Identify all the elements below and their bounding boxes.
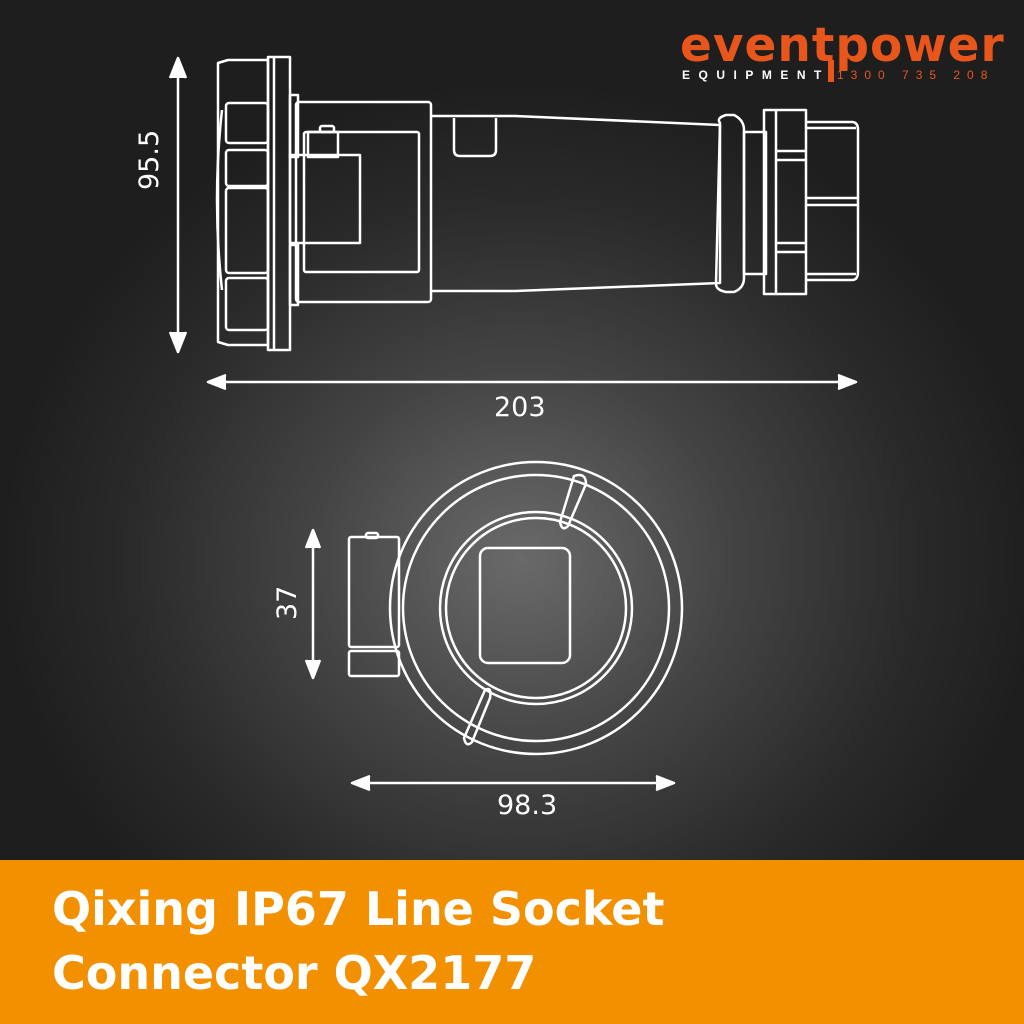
height-dimension-arrow xyxy=(168,56,188,354)
brand-logo: eventpower EQUIPMENT 1300 735 208 xyxy=(680,18,1010,84)
product-title-banner: Qixing IP67 Line Socket Connector QX2177 xyxy=(0,860,1024,1024)
product-title-line-2: Connector QX2177 xyxy=(52,946,537,1000)
logo-wordmark: eventpower xyxy=(680,18,1005,73)
logo-tagline: EQUIPMENT xyxy=(682,68,830,82)
length-dimension-label: 203 xyxy=(494,392,546,423)
front-height-dimension-label: 37 xyxy=(272,585,303,620)
front-view-drawing xyxy=(304,460,684,792)
diagram-stage: eventpower EQUIPMENT 1300 735 208 xyxy=(0,0,1024,860)
logo-divider xyxy=(828,60,834,82)
side-view-drawing xyxy=(0,0,1024,860)
front-width-dimension-label: 98.3 xyxy=(497,790,558,821)
logo-phone: 1300 735 208 xyxy=(837,68,995,82)
product-title-line-1: Qixing IP67 Line Socket xyxy=(52,882,665,936)
height-dimension-label: 95.5 xyxy=(134,129,165,190)
length-dimension-arrow xyxy=(206,373,858,391)
